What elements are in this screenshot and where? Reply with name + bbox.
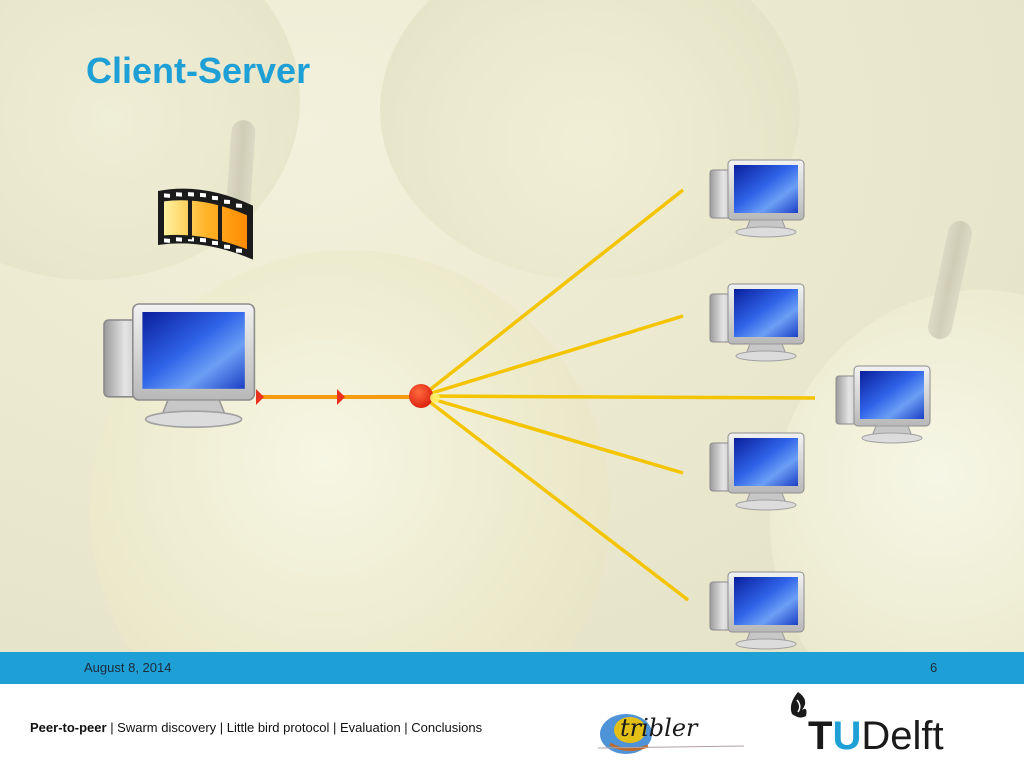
tudelft-u: U — [832, 714, 862, 758]
tudelft-flame-icon — [790, 692, 807, 718]
hub-node — [409, 384, 433, 408]
client-computer-icon — [709, 283, 805, 362]
arrow-marker — [337, 389, 345, 405]
footer-bar — [0, 652, 1024, 684]
client-computer-icon — [835, 365, 931, 444]
page-number: 6 — [930, 660, 938, 675]
link-line — [421, 314, 684, 398]
client-computer-icon — [709, 159, 805, 238]
client-server-diagram — [103, 159, 931, 650]
link-line — [420, 188, 685, 398]
link-line — [420, 394, 690, 602]
client-computer-icon — [709, 432, 805, 511]
slide-title: Client-Server — [86, 50, 311, 91]
section-navigation: Peer-to-peer | Swarm discovery | Little … — [30, 720, 482, 735]
nav-section: | Evaluation — [332, 720, 405, 735]
tribler-wordmark: tribler — [620, 714, 699, 742]
slide-date: August 8, 2014 — [84, 660, 172, 675]
nav-section: | Little bird protocol — [219, 720, 333, 735]
server-computer-icon — [103, 303, 256, 429]
link-line — [421, 394, 684, 475]
tudelft-t: T — [808, 714, 833, 758]
pear-background — [380, 0, 800, 280]
film-reel-icon — [158, 188, 253, 260]
client-computer-icon — [709, 571, 805, 650]
nav-section: | Swarm discovery — [106, 720, 220, 735]
link-line — [421, 394, 816, 400]
arrow-marker — [256, 389, 264, 405]
nav-section: | Conclusions — [404, 720, 483, 735]
nav-current-section: Peer-to-peer — [30, 720, 107, 735]
tudelft-delft: Delft — [861, 714, 944, 758]
tribler-logo: tribler — [597, 714, 745, 754]
hub-glow — [430, 393, 440, 403]
distribution-lines — [420, 188, 816, 602]
tudelft-logo: TUDelft — [808, 716, 944, 756]
